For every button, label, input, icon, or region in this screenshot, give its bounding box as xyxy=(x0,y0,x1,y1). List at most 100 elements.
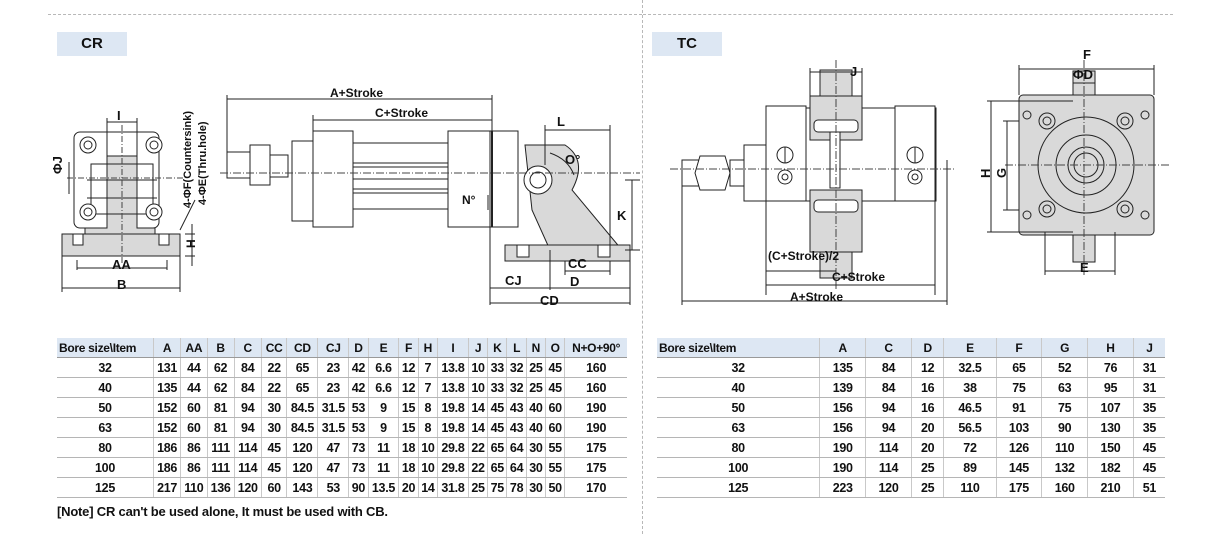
cr-cell: 44 xyxy=(180,357,208,378)
tc-dim-e: E xyxy=(1080,260,1089,275)
tc-cell: 89 xyxy=(943,457,997,478)
cr-header-col: A xyxy=(153,338,182,358)
cr-cell: 60 xyxy=(180,397,208,418)
cr-cell: 33 xyxy=(487,357,508,378)
tc-cell: 114 xyxy=(865,457,912,478)
cr-cell: 64 xyxy=(506,457,527,478)
cr-cell: 32 xyxy=(506,357,527,378)
cr-cell: 60 xyxy=(180,417,208,438)
cr-cell: 33 xyxy=(487,377,508,398)
cr-cell: 9 xyxy=(368,397,400,418)
cr-cell: 29.8 xyxy=(437,457,469,478)
tc-cell: 25 xyxy=(911,457,945,478)
tc-cell: 63 xyxy=(1041,377,1089,398)
tc-cell: 95 xyxy=(1087,377,1134,398)
cr-header-col: I xyxy=(437,338,469,358)
cr-cell: 84 xyxy=(234,357,262,378)
cr-dim-c-stroke: C+Stroke xyxy=(375,106,429,120)
cr-cell: 53 xyxy=(348,397,369,418)
cr-cell: 64 xyxy=(506,437,527,458)
cr-cell: 90 xyxy=(348,477,369,498)
cr-cell: 47 xyxy=(317,437,350,458)
tc-cell: 31 xyxy=(1133,357,1165,378)
tc-cell-bore-size: 125 xyxy=(657,477,821,498)
cr-cell-bore-size: 125 xyxy=(57,477,155,498)
cr-cell: 186 xyxy=(153,457,182,478)
cr-cell: 8 xyxy=(418,397,438,418)
cr-cell: 18 xyxy=(398,457,419,478)
cr-cell: 30 xyxy=(526,457,547,478)
cr-cell: 186 xyxy=(153,437,182,458)
tc-dim-a-stroke: A+Stroke xyxy=(790,290,844,304)
cr-dim-cj: CJ xyxy=(505,273,522,288)
tc-cell: 190 xyxy=(819,457,867,478)
cr-cell: 73 xyxy=(348,457,369,478)
tc-cell: 35 xyxy=(1133,417,1165,438)
cr-dim-h: H xyxy=(184,239,198,248)
section-divider xyxy=(642,0,643,534)
cr-dim-o-deg: O° xyxy=(565,152,581,167)
tc-cell: 94 xyxy=(865,417,912,438)
cr-header-col: B xyxy=(207,338,235,358)
cr-cell: 81 xyxy=(207,397,235,418)
tc-header-col: E xyxy=(943,338,997,358)
cr-cell: 10 xyxy=(418,457,438,478)
tc-cell: 35 xyxy=(1133,397,1165,418)
cr-cell: 12 xyxy=(398,357,419,378)
tc-cell: 190 xyxy=(819,437,867,458)
cr-header-col: CD xyxy=(286,338,319,358)
cr-usage-note: [Note] CR can't be used alone, It must b… xyxy=(57,504,388,519)
cr-cell: 111 xyxy=(207,457,235,478)
tc-cell: 182 xyxy=(1087,457,1134,478)
cr-cell: 12 xyxy=(398,377,419,398)
cr-cell: 22 xyxy=(261,357,288,378)
tc-cell: 223 xyxy=(819,477,867,498)
cr-header-col: CJ xyxy=(317,338,350,358)
cr-cell: 40 xyxy=(526,417,547,438)
cr-front-view-drawing xyxy=(61,118,196,292)
tc-dim-phi-d: ΦD xyxy=(1073,67,1094,82)
cr-header-col: N xyxy=(526,338,547,358)
cr-cell: 10 xyxy=(418,437,438,458)
cr-cell: 20 xyxy=(398,477,419,498)
tc-cell: 160 xyxy=(1041,477,1089,498)
cr-cell: 10 xyxy=(468,377,489,398)
cr-cell-bore-size: 80 xyxy=(57,437,155,458)
top-divider-left xyxy=(48,14,642,15)
cr-header-col: K xyxy=(487,338,508,358)
tc-cell: 120 xyxy=(865,477,912,498)
cr-cell: 65 xyxy=(487,457,508,478)
cr-cell: 13.8 xyxy=(437,357,469,378)
tc-cell: 38 xyxy=(943,377,997,398)
tc-cell: 175 xyxy=(996,477,1043,498)
cr-cell: 73 xyxy=(348,437,369,458)
tc-cell-bore-size: 40 xyxy=(657,377,821,398)
tc-dim-c-stroke: C+Stroke xyxy=(832,270,886,284)
cr-cell: 45 xyxy=(487,397,508,418)
tc-header-col: H xyxy=(1087,338,1134,358)
cr-cell: 136 xyxy=(207,477,235,498)
cr-cell: 31.5 xyxy=(317,417,350,438)
cr-cell: 55 xyxy=(545,457,566,478)
tc-cell: 25 xyxy=(911,477,945,498)
tc-cell: 114 xyxy=(865,437,912,458)
cr-cell: 45 xyxy=(487,417,508,438)
cr-cell: 31.8 xyxy=(437,477,469,498)
cr-cell: 23 xyxy=(317,357,350,378)
cr-cell: 114 xyxy=(234,437,262,458)
cr-cell: 94 xyxy=(234,397,262,418)
tc-cell: 156 xyxy=(819,397,867,418)
cr-header-col: L xyxy=(506,338,527,358)
tc-cell-bore-size: 32 xyxy=(657,357,821,378)
tc-dim-j: J xyxy=(850,64,858,79)
cr-cell: 44 xyxy=(180,377,208,398)
tc-dim-half-c-stroke: (C+Stroke)/2 xyxy=(768,249,840,263)
tc-cell: 20 xyxy=(911,437,945,458)
cr-dim-b: B xyxy=(117,277,127,292)
tc-cell: 139 xyxy=(819,377,867,398)
